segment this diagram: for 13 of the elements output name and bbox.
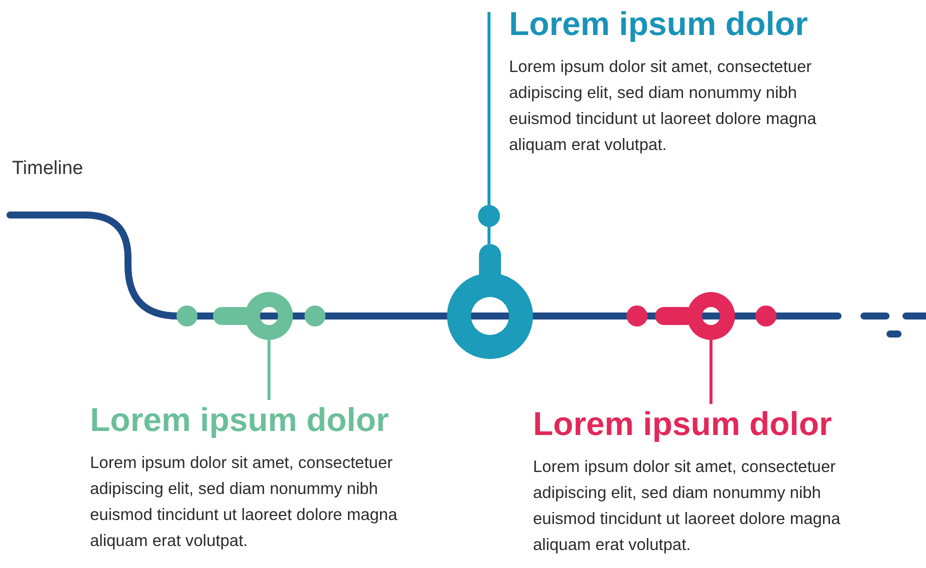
milestone-heading: Lorem ipsum dolor — [90, 400, 389, 440]
milestone-heading: Lorem ipsum dolor — [533, 404, 832, 444]
milestone-marker — [213, 292, 293, 340]
milestone-description: Lorem ipsum dolor sit amet, consectetuer adipiscing elit, sed diam nonummy nibh euismod tincidunt ut laoreet dolore magna aliquam erat volutpat. — [533, 457, 842, 556]
milestone-description: Lorem ipsum dolor sit amet, consectetuer adipiscing elit, sed diam nonummy nibh euismod tincidunt ut laoreet dolore magna aliquam erat volutpat. — [509, 57, 818, 156]
leader-line — [478, 12, 500, 244]
milestone-marker — [655, 292, 735, 340]
milestone-marker — [447, 244, 533, 359]
leader-line — [710, 340, 712, 404]
leader-line — [268, 340, 270, 400]
milestone-description: Lorem ipsum dolor sit amet, consectetuer adipiscing elit, sed diam nonummy nibh euismod tincidunt ut laoreet dolore magna aliquam erat volutpat. — [90, 453, 398, 552]
milestone-heading: Lorem ipsum dolor — [509, 4, 808, 44]
timeline-label: Timeline — [12, 158, 84, 180]
